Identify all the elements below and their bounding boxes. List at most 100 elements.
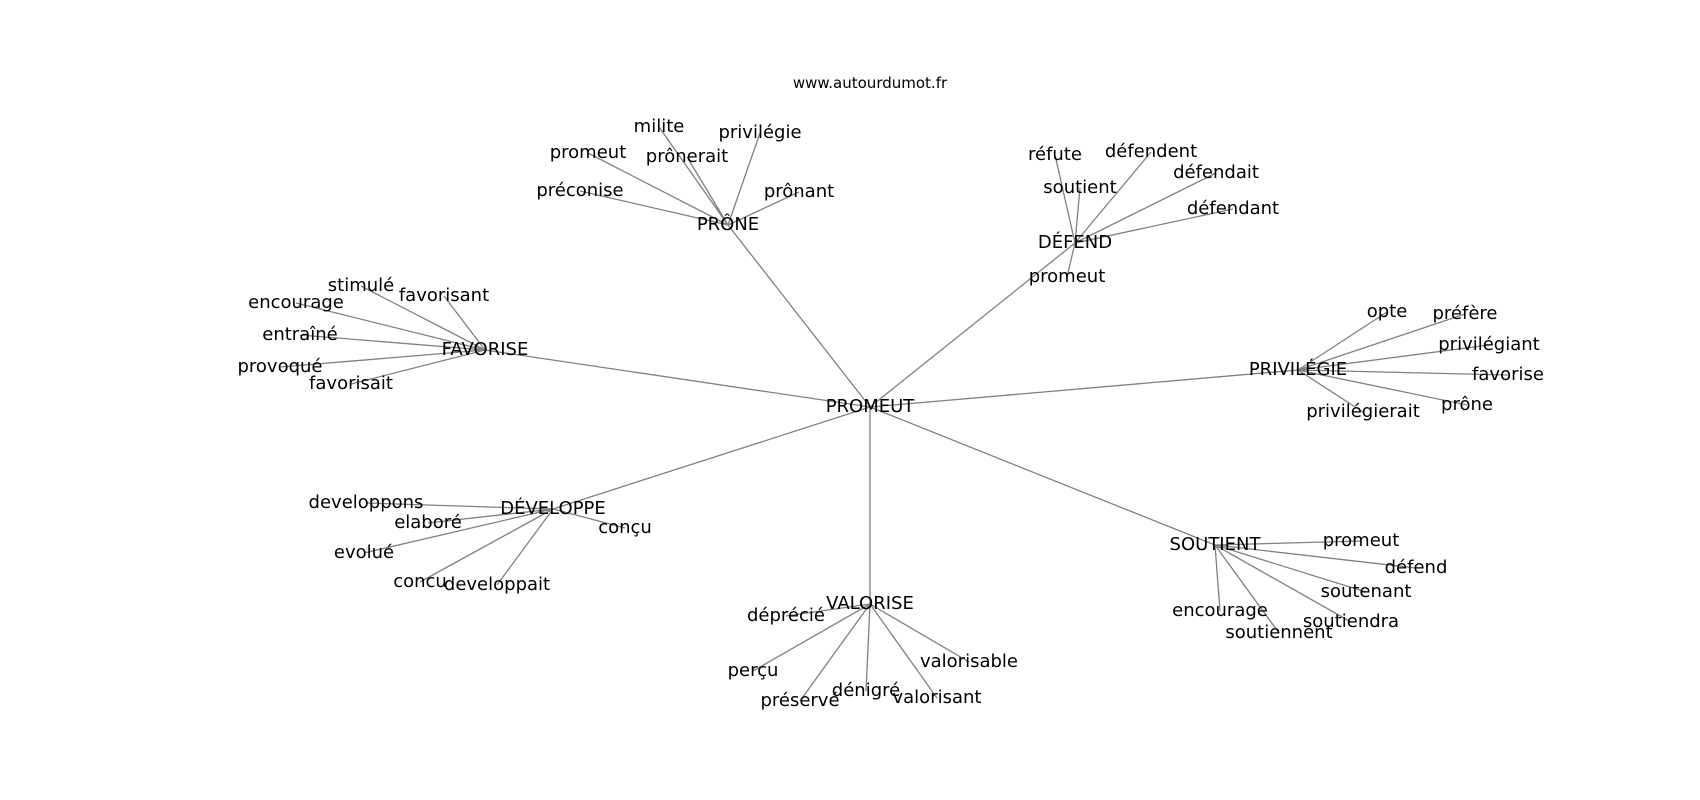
leaf-node-favorise: encourage (248, 292, 344, 313)
leaf-node-prone: prônant (764, 181, 834, 202)
leaf-node-developpe: conçu (598, 517, 652, 538)
hub-node-favorise: FAVORISE (442, 339, 529, 360)
edge-center-privilegie (869, 369, 1299, 408)
hub-node-privilegie: PRIVILÉGIE (1249, 358, 1347, 380)
edge-defend-leaf (1074, 172, 1217, 244)
hub-node-defend: DÉFEND (1038, 231, 1112, 253)
graph-labels: PROMEUT PRÔNE promeut milite prônerait privil… (237, 116, 1543, 711)
edge-favorise-leaf (279, 349, 486, 368)
leaf-node-developpe: developpait (444, 574, 550, 595)
leaf-node-privilegie: prône (1441, 394, 1493, 415)
edge-valorise-leaf (785, 603, 871, 617)
edge-defend-leaf (1074, 187, 1081, 244)
leaf-node-valorise: dénigré (832, 680, 900, 701)
leaf-node-privilegie: privilégiant (1438, 334, 1539, 355)
edge-prone-leaf (658, 126, 729, 226)
hub-node-soutient: SOUTIENT (1170, 534, 1262, 555)
leaf-node-prone: promeut (550, 142, 627, 163)
leaf-node-favorise: stimulé (328, 275, 394, 296)
edge-soutient-leaf (1214, 540, 1362, 546)
edge-favorise-leaf (350, 349, 486, 385)
leaf-node-valorise: valorisable (920, 651, 1018, 672)
edge-center-developpe (552, 406, 871, 510)
leaf-node-valorise: valorisant (893, 687, 982, 708)
edge-soutient-leaf (1214, 544, 1367, 593)
leaf-node-soutient: défend (1385, 557, 1448, 578)
site-url: www.autourdumot.fr (793, 74, 948, 92)
edge-developpe-leaf (427, 508, 554, 524)
edge-valorise-leaf (752, 603, 871, 672)
edge-soutient-leaf (1214, 544, 1352, 623)
edge-privilegie-leaf (1297, 369, 1364, 413)
edge-prone-leaf (686, 156, 729, 226)
edge-defend-leaf (1066, 242, 1076, 278)
edge-favorise-leaf (299, 334, 486, 351)
leaf-node-developpe: developpons (309, 492, 424, 513)
leaf-node-favorise: provoqué (237, 356, 322, 377)
hub-node-valorise: VALORISE (826, 593, 914, 614)
leaf-node-developpe: elaboré (394, 512, 462, 533)
leaf-node-prone: privilégie (718, 122, 801, 143)
edge-developpe-leaf (496, 508, 554, 586)
edge-valorise-leaf (869, 603, 970, 663)
hub-node-prone: PRÔNE (697, 213, 759, 235)
leaf-node-soutient: encourage (1172, 600, 1268, 621)
hub-node-developpe: DÉVELOPPE (500, 497, 606, 519)
edge-valorise-leaf (869, 603, 938, 699)
edge-developpe-leaf (365, 502, 554, 510)
leaf-node-soutient: promeut (1323, 530, 1400, 551)
leaf-node-prone: milite (634, 116, 685, 137)
leaf-node-defend: promeut (1029, 266, 1106, 287)
edge-center-prone (727, 224, 871, 408)
leaf-node-defend: défendait (1173, 162, 1259, 183)
leaf-node-soutient: soutiennent (1225, 622, 1332, 643)
edge-center-defend (869, 242, 1076, 408)
edge-favorise-leaf (295, 302, 486, 351)
leaf-node-prone: prônerait (646, 146, 728, 167)
edge-developpe-leaf (363, 508, 554, 554)
edge-developpe-leaf (552, 508, 626, 529)
edge-favorise-leaf (443, 295, 486, 351)
leaf-node-defend: défendent (1105, 141, 1197, 162)
leaf-node-valorise: préservé (760, 690, 839, 711)
edge-valorise-leaf (799, 603, 871, 702)
leaf-node-privilegie: opte (1367, 301, 1408, 322)
edge-prone-leaf (579, 190, 729, 226)
edge-prone-leaf (587, 152, 729, 226)
edge-center-soutient (869, 406, 1216, 546)
leaf-node-valorise: déprécié (747, 605, 825, 626)
leaf-node-valorise: perçu (728, 660, 779, 681)
edge-privilegie-leaf (1297, 311, 1388, 371)
leaf-node-defend: soutient (1043, 177, 1116, 198)
edge-soutient-leaf (1214, 544, 1221, 612)
leaf-node-favorise: favorisant (399, 285, 489, 306)
leaf-node-favorise: favorisait (309, 373, 393, 394)
leaf-node-defend: réfute (1028, 144, 1082, 165)
edge-favorise-leaf (360, 285, 486, 351)
center-node-label: PROMEUT (826, 396, 916, 417)
edge-soutient-leaf (1214, 544, 1417, 569)
edge-prone-leaf (727, 132, 761, 226)
leaf-node-soutient: soutiendra (1303, 611, 1399, 632)
leaf-node-privilegie: favorise (1472, 364, 1544, 385)
leaf-node-prone: préconise (536, 180, 623, 201)
edge-privilegie-leaf (1297, 313, 1466, 371)
graph-edges (279, 126, 1509, 702)
edge-defend-leaf (1074, 208, 1234, 244)
leaf-node-privilegie: privilégierait (1306, 401, 1420, 422)
edge-valorise-leaf (865, 603, 871, 692)
leaf-node-developpe: concu (393, 571, 447, 592)
edge-defend-leaf (1074, 151, 1152, 244)
edge-privilegie-leaf (1297, 369, 1509, 376)
leaf-node-defend: défendant (1187, 198, 1279, 219)
edge-prone-leaf (727, 191, 800, 226)
edge-soutient-leaf (1214, 544, 1280, 634)
leaf-node-soutient: soutenant (1321, 581, 1412, 602)
leaf-node-favorise: entraîné (262, 324, 337, 345)
edge-center-favorise (484, 349, 871, 408)
edge-privilegie-leaf (1297, 344, 1490, 371)
edge-privilegie-leaf (1297, 369, 1468, 406)
edge-defend-leaf (1054, 154, 1076, 244)
edge-developpe-leaf (419, 508, 554, 583)
